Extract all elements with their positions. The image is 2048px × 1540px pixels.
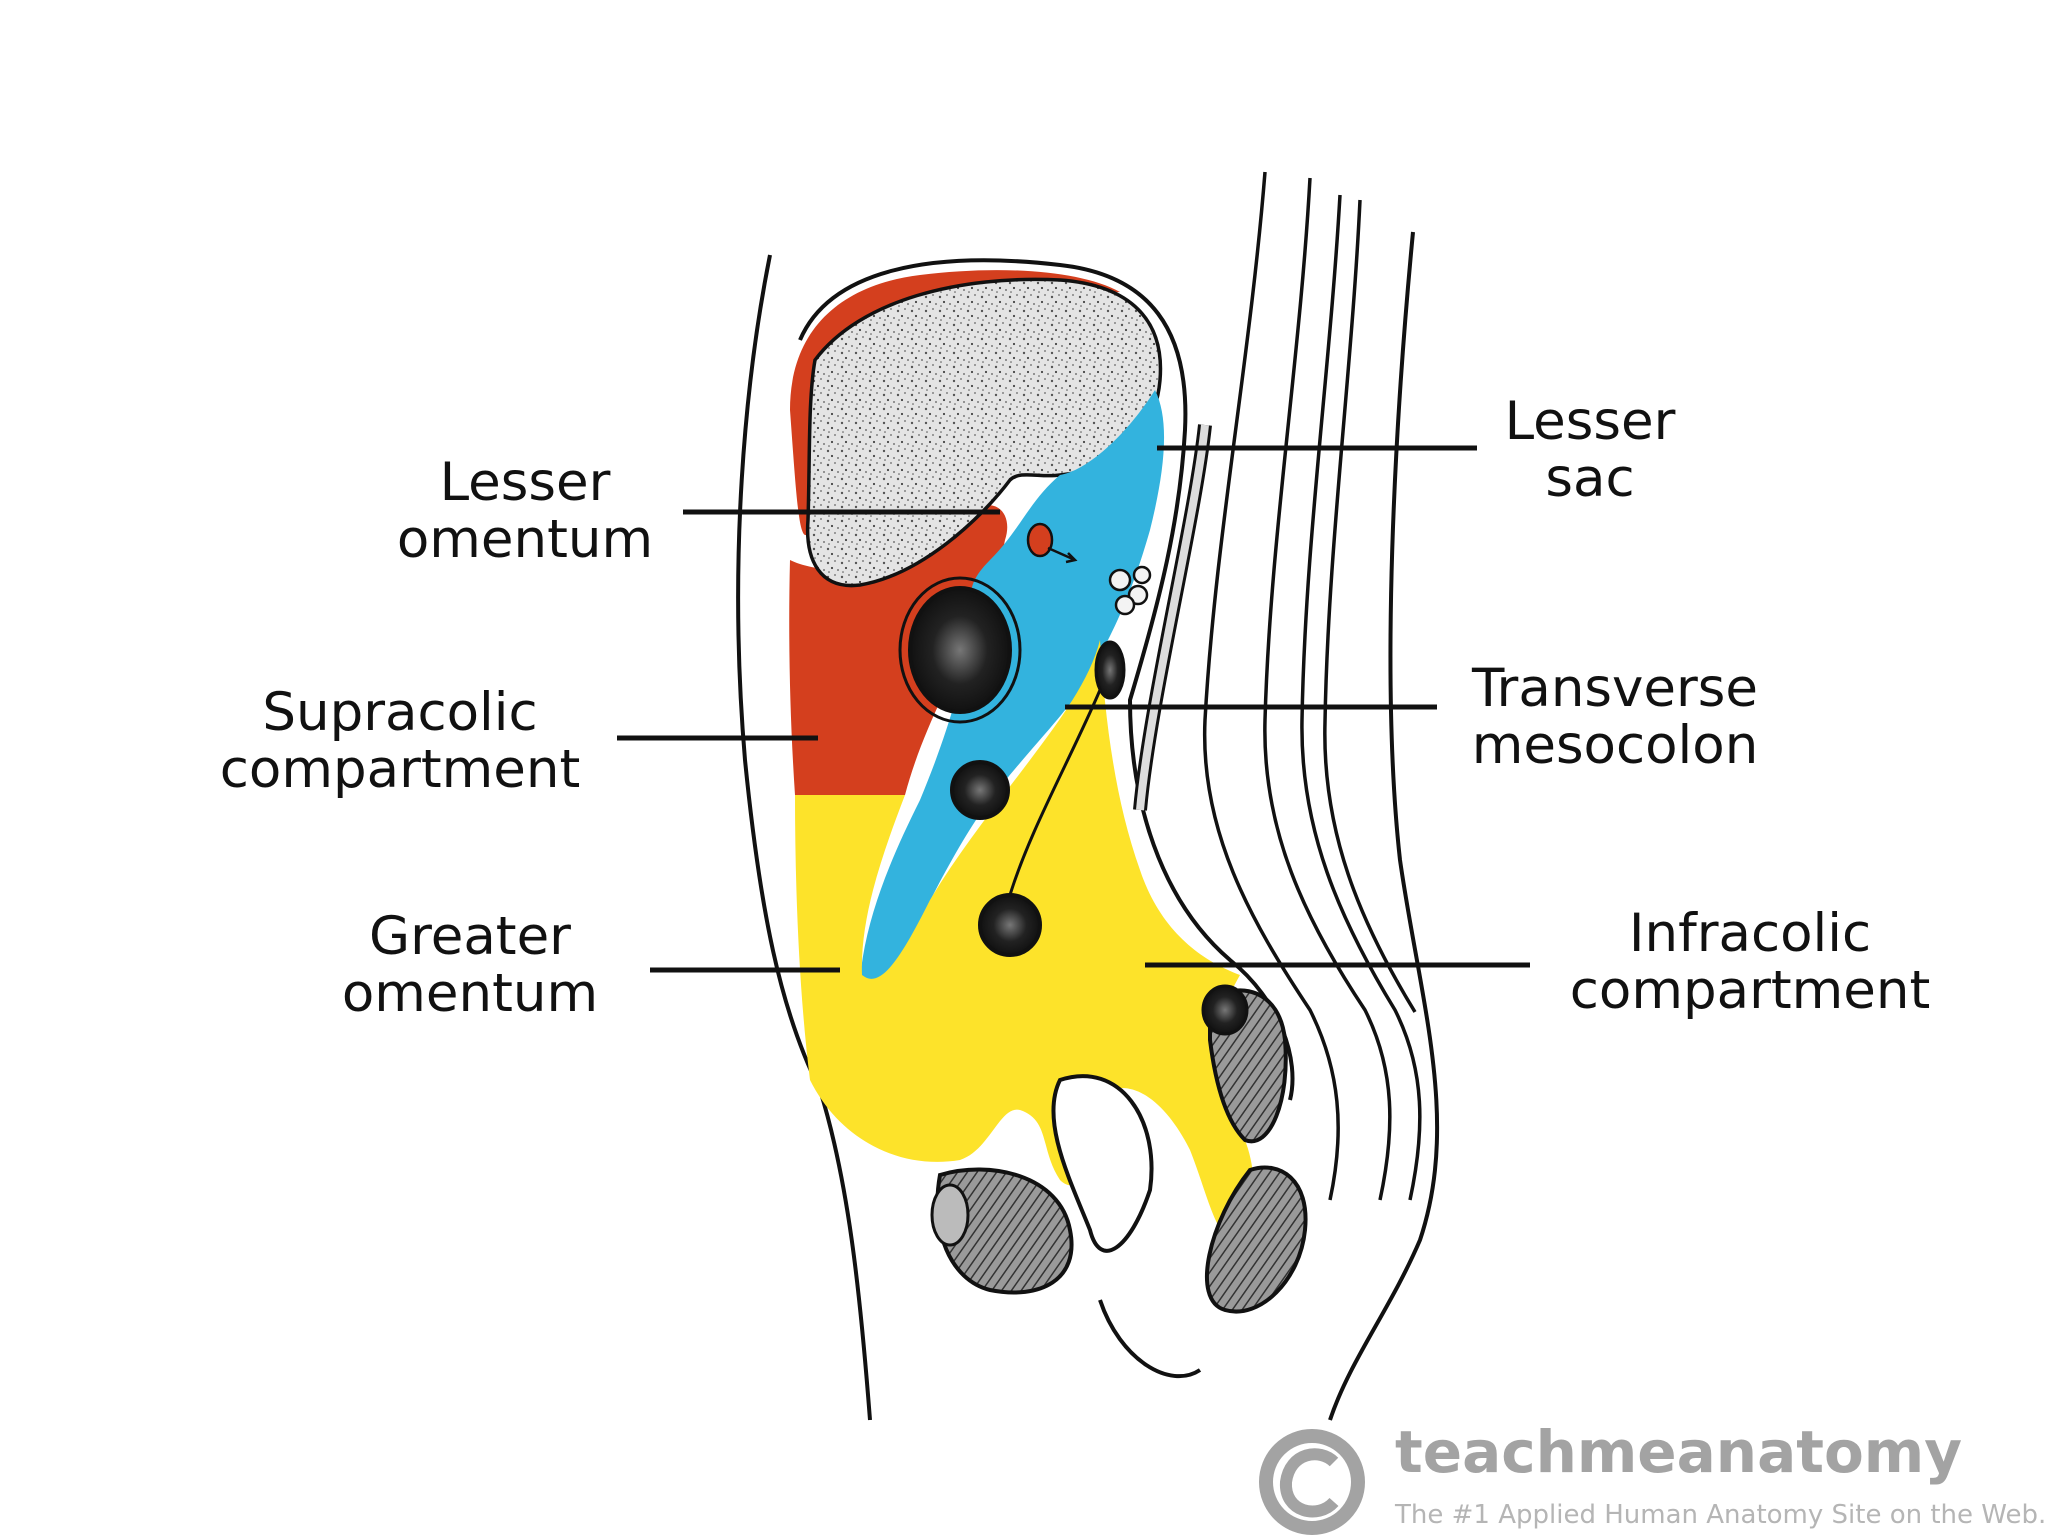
watermark-brand: teachmeanatomy xyxy=(1395,1418,1963,1486)
stomach xyxy=(908,586,1012,714)
small-intestine xyxy=(978,893,1042,957)
anterior-body-wall xyxy=(736,254,872,1421)
sacral-organ xyxy=(1204,1165,1308,1314)
pancreas xyxy=(1108,565,1152,616)
lesser-sac-area xyxy=(860,390,1165,991)
transverse-colon xyxy=(950,760,1010,820)
bladder xyxy=(935,1167,1074,1295)
vertebral-column xyxy=(1202,171,1422,1201)
peritoneal-cavity-outline xyxy=(798,258,1295,1101)
uterus xyxy=(1051,1074,1154,1253)
liver xyxy=(805,277,1163,588)
posterior-body-wall xyxy=(1328,231,1440,1421)
watermark-tagline: The #1 Applied Human Anatomy Site on the… xyxy=(1395,1500,2047,1530)
duodenum xyxy=(1094,640,1126,700)
epiploic-foramen xyxy=(1026,522,1054,558)
copyright-icon xyxy=(1259,1429,1365,1535)
